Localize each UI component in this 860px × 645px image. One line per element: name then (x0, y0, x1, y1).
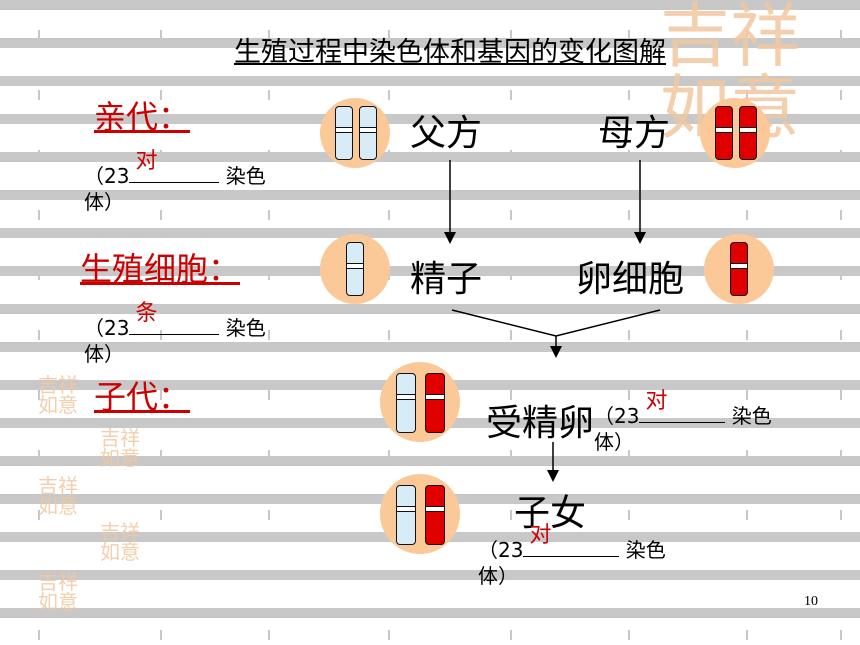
seal-icon: 吉祥如意 (38, 373, 78, 417)
mother-label: 母方 (598, 113, 671, 154)
seal-icon: 吉祥如意 (100, 426, 140, 470)
zygote-label: 受精卵 (486, 403, 595, 444)
germ-fill: 条 (135, 301, 158, 326)
page-number: 10 (804, 594, 818, 609)
parent-fill: 对 (135, 149, 158, 174)
offspring-fill: 对 (529, 523, 552, 548)
offspring-label: 子女 (514, 493, 587, 534)
egg-cell (704, 234, 774, 304)
egg-label: 卵细胞 (576, 259, 685, 300)
zygote-fill: 对 (645, 389, 668, 414)
seal-icon: 吉祥如意 (100, 520, 140, 564)
mother-cell (700, 98, 770, 168)
father-cell (320, 98, 390, 168)
seal-icon: 吉祥如意 (38, 570, 78, 614)
zygote-cell (380, 362, 460, 442)
father-label: 父方 (410, 113, 483, 154)
page-title: 生殖过程中染色体和基因的变化图解 (234, 37, 666, 68)
seal-icon: 吉祥如意 (38, 474, 78, 518)
sperm-label: 精子 (410, 259, 483, 300)
child-label: 子代： (94, 378, 191, 416)
parent-label: 亲代： (94, 98, 191, 136)
offspring-cell (380, 474, 460, 554)
sperm-cell (320, 234, 390, 304)
germ-cell-label: 生殖细胞： (80, 250, 241, 288)
